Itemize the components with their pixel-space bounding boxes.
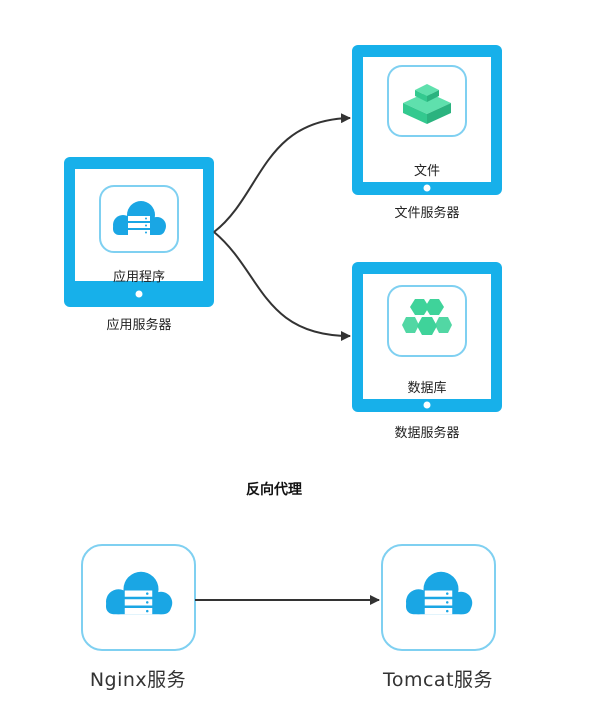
stacked-box-icon <box>387 65 467 137</box>
app-server-inner-label: 应用程序 <box>112 270 166 285</box>
tomcat-label: Tomcat服务 <box>382 669 494 691</box>
app-server-caption: 应用服务器 <box>106 318 172 333</box>
file-server-caption: 文件服务器 <box>394 206 460 221</box>
hexagon-cluster-icon <box>387 285 467 357</box>
cloud-server-icon <box>99 185 179 253</box>
file-server-inner-label: 文件 <box>413 164 441 179</box>
cloud-server-icon <box>81 544 196 651</box>
arrow-app-to-file <box>213 113 351 233</box>
cloud-server-icon <box>381 544 496 651</box>
nginx-label: Nginx服务 <box>89 669 187 691</box>
section-title: 反向代理 <box>246 482 302 498</box>
arrow-app-to-db <box>213 231 351 341</box>
db-server-caption: 数据服务器 <box>394 426 460 441</box>
db-server-inner-label: 数据库 <box>407 381 447 396</box>
